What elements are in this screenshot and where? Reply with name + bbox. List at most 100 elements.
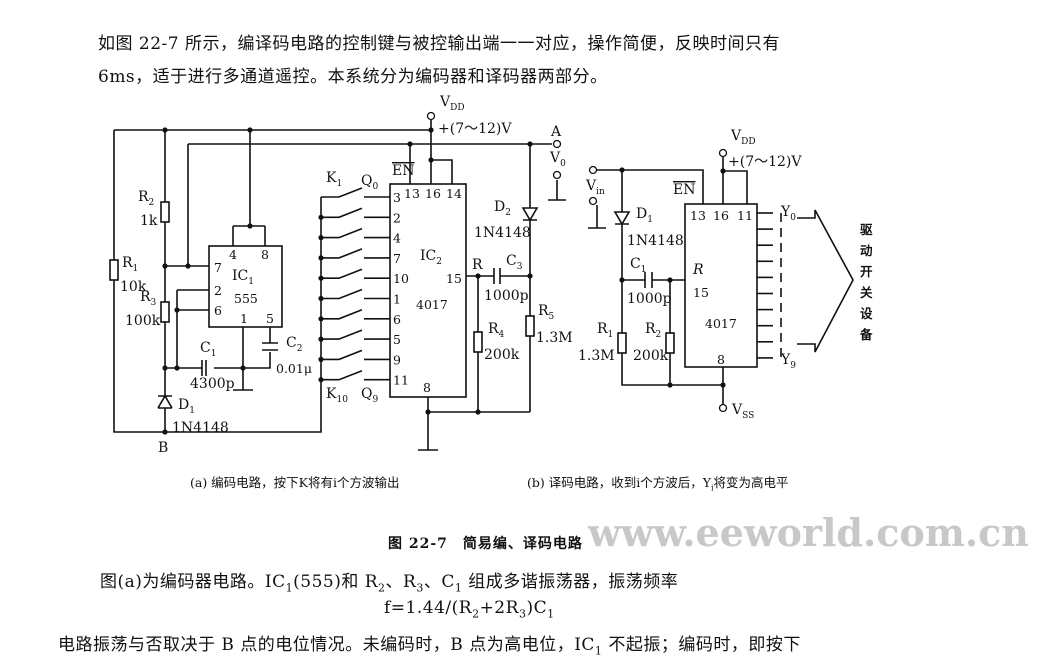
switch-k8[interactable]: 5 (318, 329, 401, 347)
vss-label: VSS (731, 402, 754, 421)
r3-value: 100k (125, 313, 161, 329)
ic2-pin-7: 7 (393, 251, 401, 266)
switch-k3[interactable]: 4 (318, 227, 401, 246)
c1-label: C1 (200, 340, 216, 359)
device-label-char: 动 (860, 243, 873, 258)
junction-dot (475, 409, 481, 415)
decoder-pin-8: 8 (717, 352, 725, 367)
junction-dot (185, 263, 191, 269)
intro-line-1: 如图 22-7 所示，编译码电路的控制键与被控输出端一一对应，操作简便，反映时间… (98, 34, 780, 54)
r3-label: R3 (140, 289, 157, 308)
ic1-pin-5: 5 (266, 311, 274, 326)
switch-contact (321, 248, 390, 259)
r5-label: R5 (538, 303, 555, 322)
junction-dot (318, 295, 324, 302)
switch-k4[interactable]: 7 (318, 248, 401, 266)
junction-dot (174, 365, 180, 371)
r2-label: R2 (138, 189, 154, 208)
junction-dot (318, 356, 324, 362)
junction-dot (475, 273, 481, 279)
switch-k5[interactable]: 10 (318, 268, 409, 286)
c3-value: 1000p (484, 288, 529, 304)
junction-dot (174, 307, 180, 313)
ic2-pin-6: 6 (393, 312, 401, 327)
junction-dot (527, 141, 533, 147)
switch-k2[interactable]: 2 (318, 207, 401, 225)
decoder-d1-diode (613, 211, 631, 226)
junction-dot (247, 223, 253, 229)
decoder-r1-value: 1.3M (578, 348, 615, 364)
k10-label: K10 (326, 386, 348, 405)
ic1-pin-8: 8 (261, 247, 269, 262)
junction-dot (720, 168, 726, 174)
en-label-a: EN (392, 163, 414, 179)
switch-k7[interactable]: 6 (318, 309, 401, 327)
switch-bank: 3 2 4 7 10 1 6 5 9 11 (318, 187, 409, 388)
vdd-label-a: VDD (439, 94, 465, 113)
vin-ground-terminal (588, 196, 598, 206)
decoder-pin-15: 15 (693, 285, 709, 300)
switch-contact (321, 268, 390, 279)
y0-label: Y0 (780, 204, 796, 223)
junction-dot (425, 409, 431, 415)
switch-k9[interactable]: 9 (318, 349, 401, 367)
ic1-pin-6: 6 (214, 303, 222, 318)
q0-label: Q0 (361, 173, 378, 192)
ic2-type: 4017 (416, 297, 448, 312)
decoder-4017-chip (684, 203, 758, 368)
vin-terminal (588, 165, 598, 175)
r5-resistor (525, 315, 535, 337)
r5-value: 1.3M (536, 330, 573, 346)
switch-contact (321, 309, 390, 320)
k1-label: K1 (326, 170, 342, 189)
point-a-label: A (550, 124, 562, 140)
components (109, 183, 758, 409)
decoder-r2-label: R2 (645, 321, 661, 340)
ic1-type: 555 (234, 291, 258, 306)
q9-label: Q9 (361, 386, 378, 405)
r1-value: 10k (120, 279, 147, 295)
decoder-r1-label: R1 (597, 321, 613, 340)
r1-label: R1 (122, 255, 138, 274)
ic2-pin-15: 15 (446, 271, 462, 286)
switch-k10[interactable]: 11 (318, 369, 409, 388)
c2-label: C2 (286, 335, 302, 354)
junction-dot (162, 365, 168, 371)
switch-contact (321, 329, 390, 340)
ic1-pin-4: 4 (229, 247, 237, 262)
device-label-char: 备 (859, 327, 873, 342)
r1-resistor (109, 259, 119, 281)
junction-dot (318, 316, 324, 322)
ic1-pin-1: 1 (240, 311, 248, 326)
r4-value: 200k (484, 347, 520, 363)
junction-dot (720, 382, 726, 388)
ic1-pin-7: 7 (214, 260, 222, 275)
junction-dot (667, 382, 673, 388)
d2-diode (521, 207, 539, 222)
decoder-type: 4017 (705, 316, 737, 331)
en-label-b: EN (673, 182, 695, 198)
caption-b: (b) 译码电路，收到i个方波后，Yi将变为高电平 (527, 475, 789, 493)
junction-dot (667, 277, 673, 283)
point-b-label: B (158, 440, 168, 456)
ic2-pin-2: 2 (393, 210, 401, 225)
decoder-r2-resistor (665, 332, 675, 354)
d2-label: D2 (494, 199, 511, 218)
junction-dot (318, 214, 324, 220)
ic1-label: IC1 (232, 268, 254, 287)
ic2-pin-10: 10 (393, 271, 409, 286)
vdd-terminal-a (426, 111, 436, 121)
ic2-4017-chip (389, 183, 467, 398)
ic2-pin-8: 8 (423, 380, 431, 395)
switch-k1[interactable]: 3 (321, 187, 401, 205)
ic2-pin-16: 16 (425, 186, 441, 201)
d1-label: D1 (178, 397, 195, 416)
r4-resistor (473, 331, 483, 353)
switch-k6[interactable]: 1 (318, 288, 401, 307)
device-label-char: 设 (860, 306, 873, 321)
junction-dot (162, 127, 168, 133)
switch-contact (321, 349, 390, 361)
vin-label: Vin (585, 178, 605, 197)
intro-line-2: 6ms，适于进行多通道遥控。本系统分为编码器和译码器两部分。 (98, 67, 608, 87)
